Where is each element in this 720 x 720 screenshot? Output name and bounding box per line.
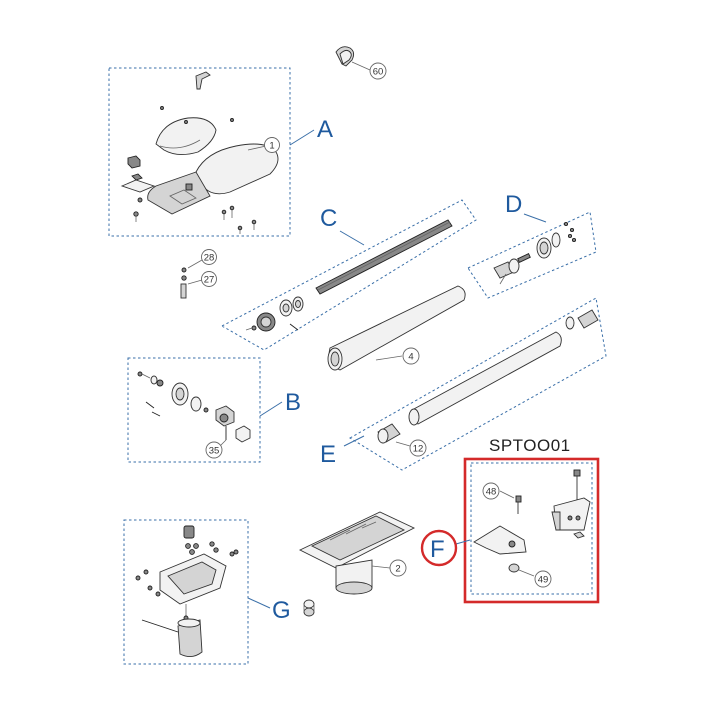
- part-number-49: 49: [538, 575, 549, 586]
- group-b-box: [127, 357, 261, 463]
- part-number-27: 27: [204, 275, 215, 286]
- part-number-60: 60: [373, 67, 384, 78]
- callout-60: 60: [369, 62, 387, 80]
- group-letter-e: E: [320, 441, 336, 468]
- callout-2: 2: [389, 559, 407, 577]
- group-f: [470, 462, 593, 595]
- group-letter-a: A: [317, 116, 333, 143]
- group-a-box: [108, 67, 291, 237]
- part-number-35: 35: [209, 446, 220, 457]
- part-number-1: 1: [269, 141, 274, 152]
- callout-4: 4: [402, 347, 420, 365]
- group-d-leader: [523, 213, 547, 223]
- group-c: [220, 199, 477, 351]
- group-letter-b: B: [285, 389, 301, 416]
- group-f-highlight-circle: [420, 529, 458, 567]
- group-letter-d: D: [505, 191, 522, 218]
- group-c-leader: [339, 230, 365, 246]
- group-e-box: [349, 297, 607, 471]
- group-g-leader: [247, 597, 271, 609]
- kit-code-label: SPTOO01: [489, 436, 571, 455]
- part-number-28: 28: [204, 253, 215, 264]
- group-letter-c: C: [320, 205, 337, 232]
- callout-49: 49: [534, 570, 552, 588]
- kit-highlight-box: [463, 457, 600, 604]
- group-f-leader: [455, 539, 471, 545]
- group-letter-g: G: [272, 597, 291, 624]
- part-2-base: [298, 511, 416, 595]
- group-a: [108, 67, 291, 237]
- part-4-tube: [327, 285, 466, 371]
- callout-35: 35: [205, 441, 223, 459]
- callout-1: 1: [264, 137, 280, 153]
- part-number-2: 2: [395, 564, 400, 575]
- part-g-coupling: [303, 599, 315, 617]
- group-d: [467, 211, 597, 299]
- part-number-48: 48: [486, 487, 497, 498]
- callout-27: 27: [201, 271, 217, 287]
- part-60-key: [335, 46, 371, 71]
- group-c-box: [220, 199, 477, 351]
- callout-28: 28: [201, 249, 217, 265]
- part-number-4: 4: [408, 352, 413, 363]
- group-a-leader: [289, 129, 315, 146]
- part-number-12: 12: [413, 444, 424, 455]
- group-e: [349, 297, 607, 471]
- callout-12: 12: [409, 439, 427, 457]
- part-28-27-pin: [180, 259, 203, 299]
- group-d-box: [467, 211, 597, 299]
- group-b-leader: [259, 401, 283, 417]
- group-b: [127, 357, 261, 463]
- callout-48: 48: [482, 482, 500, 500]
- group-letter-f: F: [430, 536, 445, 563]
- group-g-box: [123, 519, 249, 665]
- group-g: [123, 519, 249, 665]
- group-e-leader: [343, 435, 365, 447]
- group-f-box: [470, 462, 593, 595]
